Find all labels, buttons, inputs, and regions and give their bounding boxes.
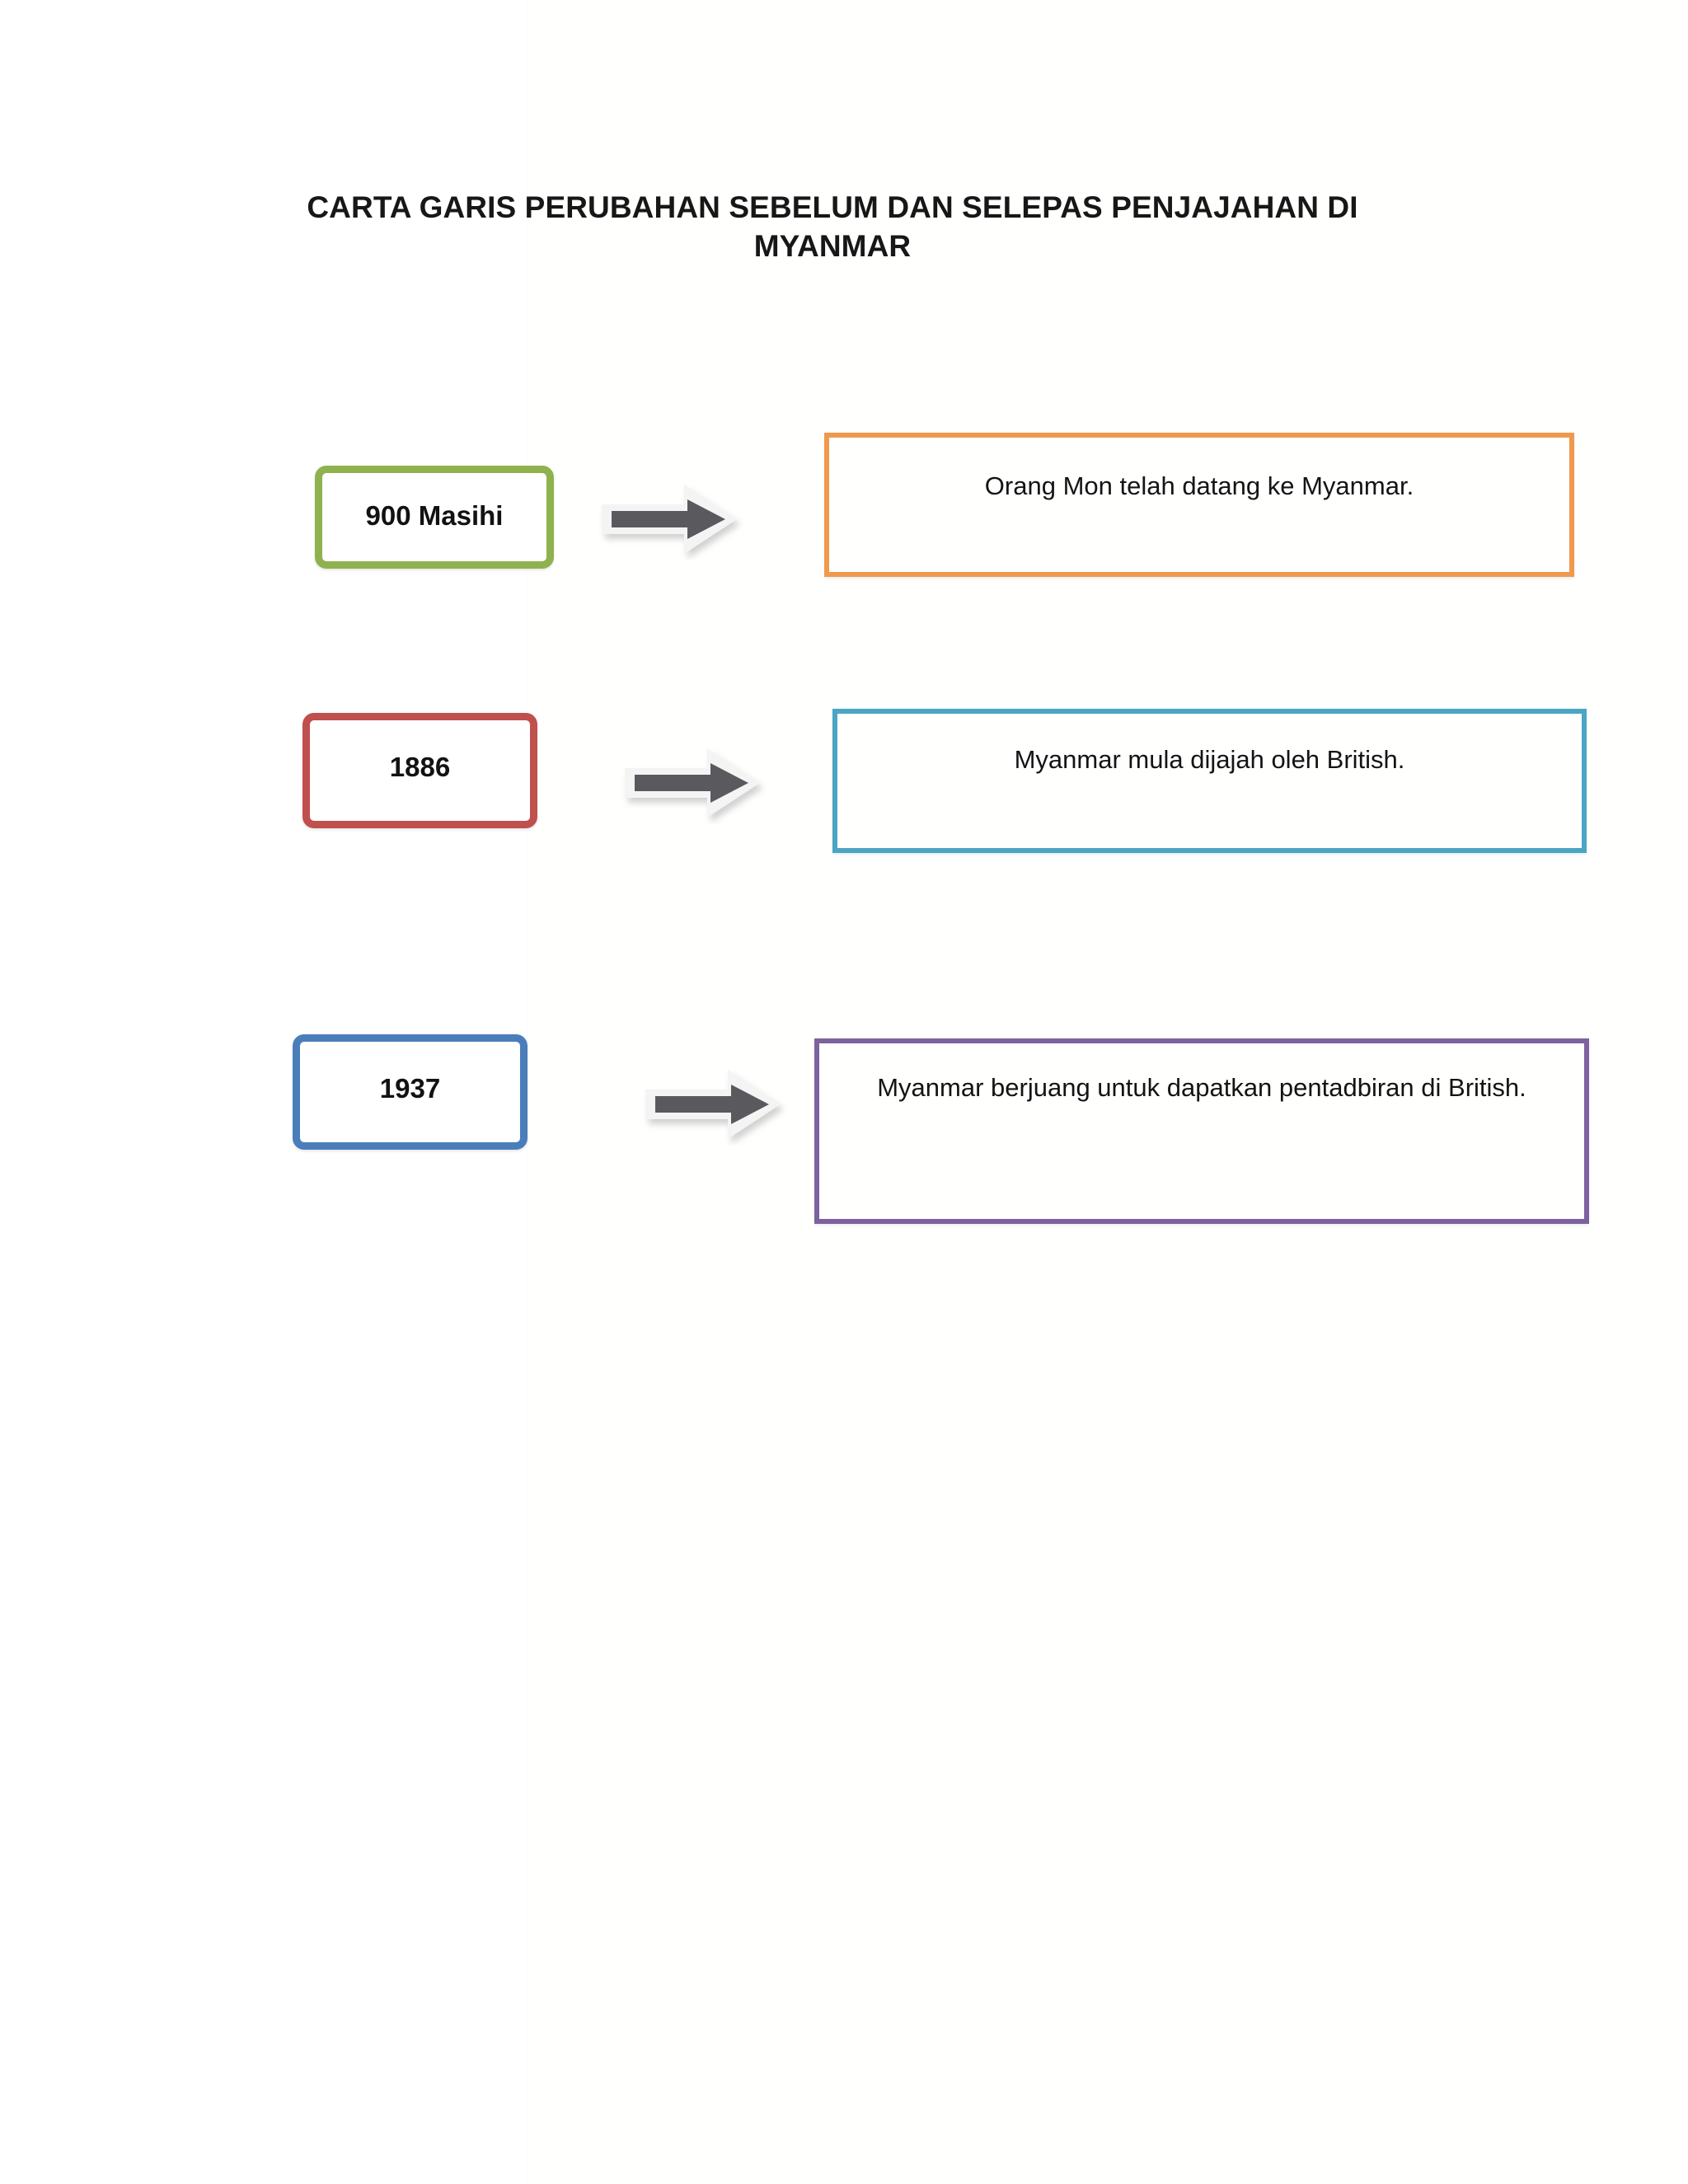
- date-box-1886[interactable]: 1886: [302, 713, 537, 828]
- date-label: 900 Masihi: [365, 500, 504, 531]
- description-text: Myanmar berjuang untuk dapatkan pentadbi…: [877, 1073, 1526, 1102]
- right-arrow-icon: [639, 1063, 787, 1146]
- description-box-dijajah-british[interactable]: Myanmar mula dijajah oleh British.: [832, 709, 1587, 853]
- right-arrow-icon: [595, 478, 743, 560]
- right-arrow-icon: [618, 742, 767, 824]
- description-text: Orang Mon telah datang ke Myanmar.: [984, 471, 1414, 500]
- date-box-1937[interactable]: 1937: [293, 1034, 528, 1150]
- description-box-orang-mon[interactable]: Orang Mon telah datang ke Myanmar.: [824, 433, 1574, 577]
- description-text: Myanmar mula dijajah oleh British.: [1014, 745, 1405, 774]
- page-title: CARTA GARIS PERUBAHAN SEBELUM DAN SELEPA…: [307, 190, 1358, 264]
- date-box-900-masihi[interactable]: 900 Masihi: [315, 466, 554, 569]
- date-label: 1937: [379, 1073, 441, 1104]
- date-label: 1886: [389, 752, 451, 782]
- description-box-berjuang-pentadbiran[interactable]: Myanmar berjuang untuk dapatkan pentadbi…: [814, 1038, 1589, 1224]
